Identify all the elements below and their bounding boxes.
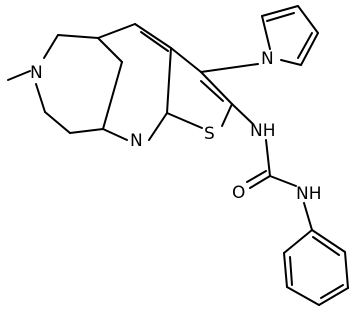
- urea-linker: [231, 103, 313, 231]
- thiophene-ring: [166, 47, 233, 129]
- atom-label-o-carbonyl: O: [232, 183, 245, 203]
- pyridine-ring: [97, 23, 172, 141]
- tetrahydropyridine-ring: [7, 34, 104, 134]
- atom-label-nh-lower: NH: [296, 184, 322, 204]
- atom-label-n-methyl: N: [30, 63, 43, 83]
- atom-label-n-pyridine: N: [130, 131, 143, 151]
- atom-label-s-thiophene: S: [204, 124, 215, 144]
- pyrrole-ring: [200, 5, 319, 73]
- atom-label-n-pyrrole: N: [261, 49, 274, 69]
- phenyl-ring: [283, 229, 349, 306]
- atom-label-nh-upper: NH: [250, 121, 276, 141]
